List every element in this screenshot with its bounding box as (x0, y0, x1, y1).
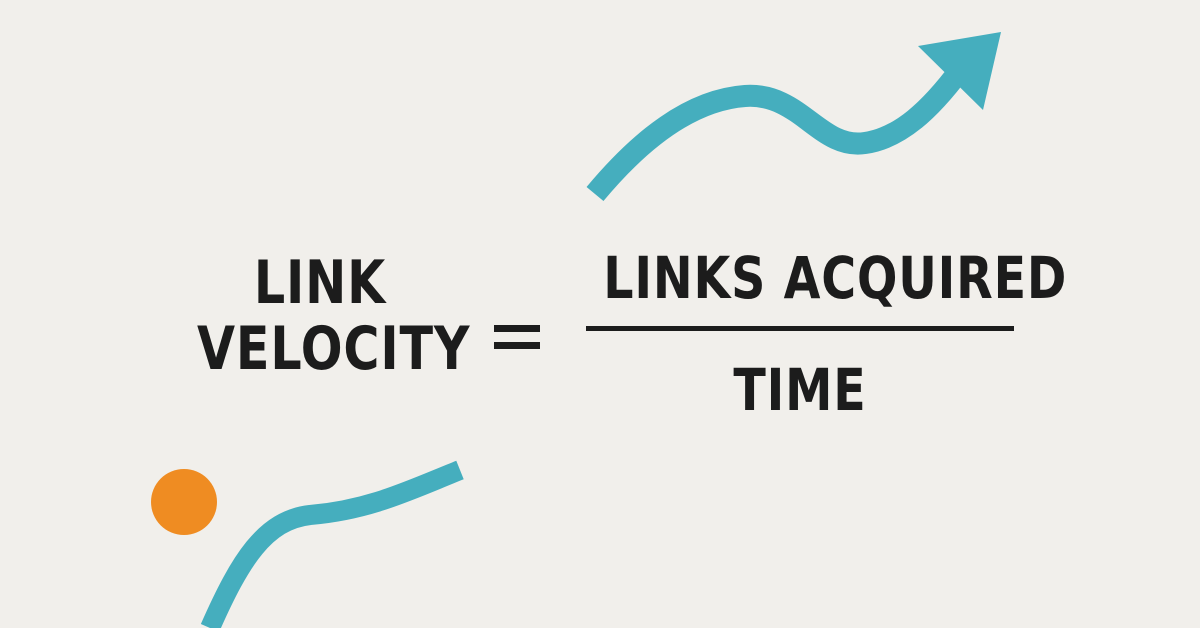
orange-circle-icon (151, 469, 217, 535)
formula-denominator: TIME (733, 356, 867, 424)
equals-bar-bottom (494, 342, 540, 349)
equals-bar-top (494, 325, 540, 332)
wave-curve-icon (200, 460, 464, 628)
fraction-bar (586, 326, 1014, 331)
formula-lhs-line1: LINK (253, 248, 387, 318)
trend-up-arrow-icon (586, 32, 1001, 202)
formula-left-side: LINK VELOCITY (197, 248, 471, 384)
formula-numerator: LINKS ACQUIRED (603, 244, 1068, 312)
formula-lhs-line2: VELOCITY (197, 314, 471, 384)
equals-sign (494, 322, 540, 352)
